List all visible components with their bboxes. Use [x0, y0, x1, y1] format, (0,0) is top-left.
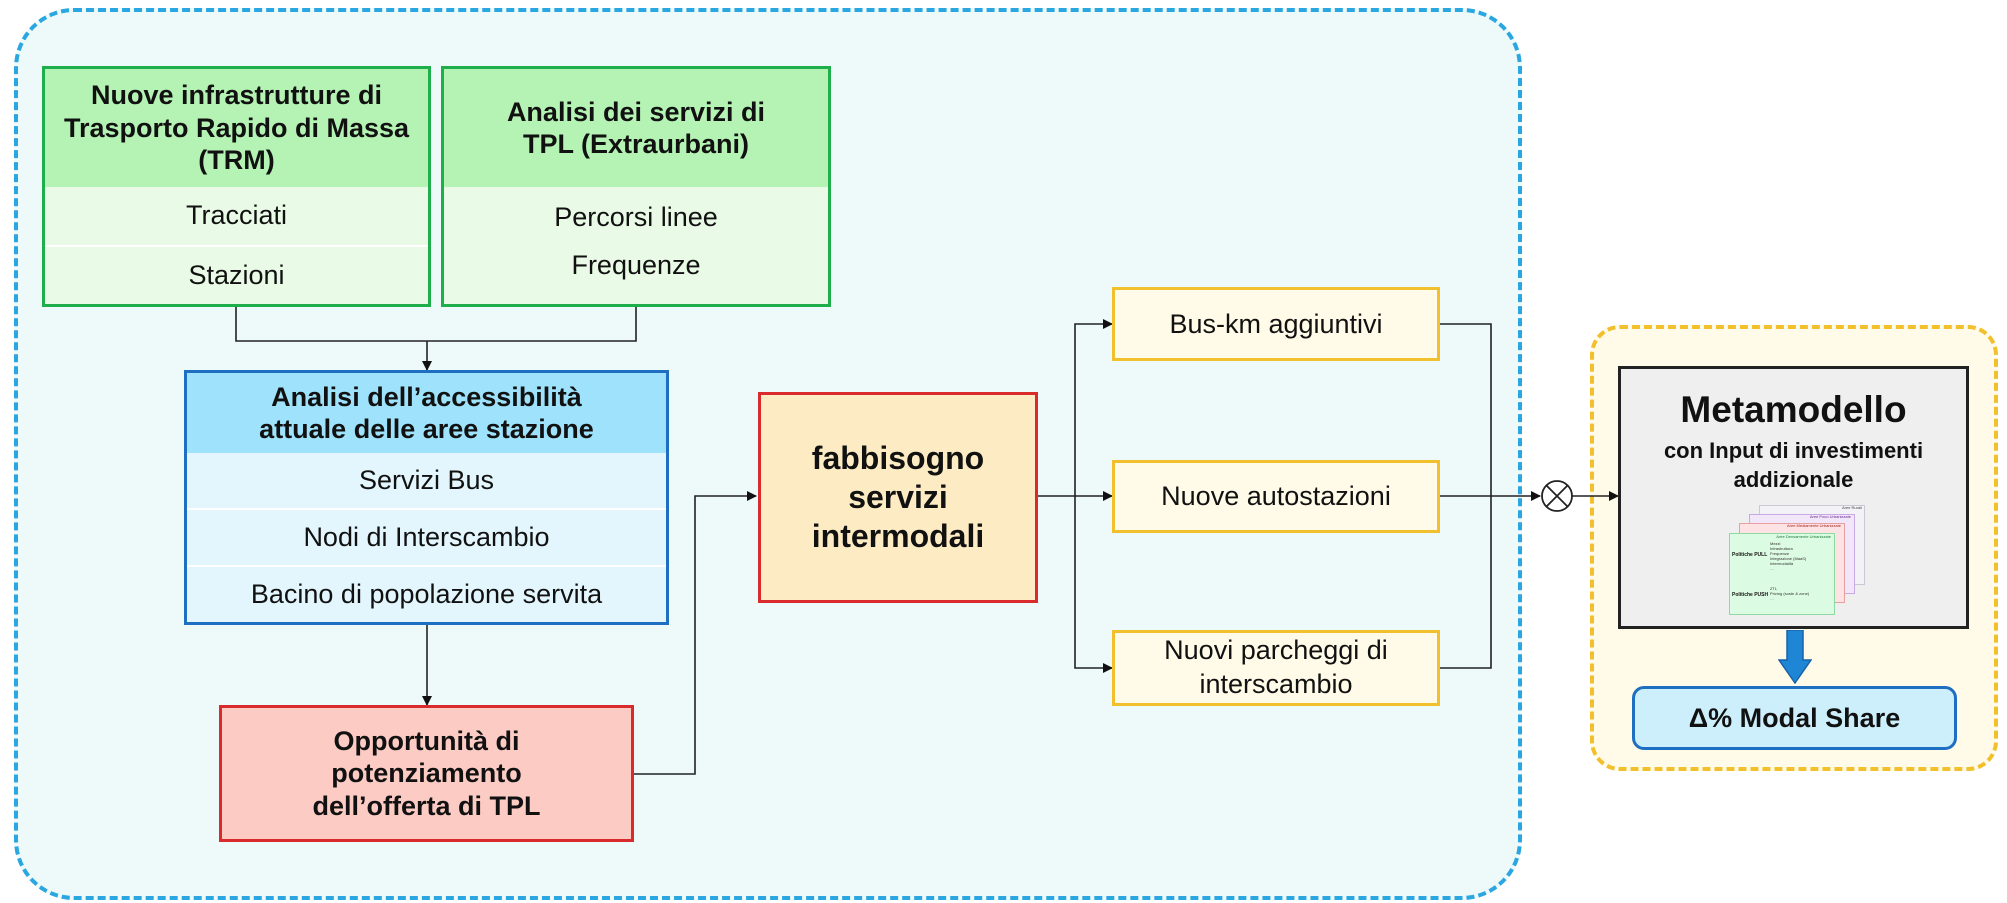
accessibility-item-bus: Servizi Bus: [358, 465, 495, 495]
trm-item-stazioni: Stazioni: [45, 244, 428, 305]
tpl-title: Analisi dei servizi di TPL (Extraurbani): [506, 96, 766, 159]
tpl-box: Analisi dei servizi di TPL (Extraurbani)…: [441, 66, 831, 307]
connector-bus-km: [1440, 323, 1492, 496]
arrow-to-parcheggi: [1074, 496, 1113, 673]
trm-title: Nuove infrastrutture di Trasporto Rapido…: [63, 80, 410, 176]
tpl-item-frequenze: Frequenze: [571, 250, 701, 281]
connector-tpl: [427, 306, 637, 342]
output-parcheggi: Nuovi parcheggi di interscambio: [1164, 635, 1388, 699]
thumb-tab-mediamente: Aree Mediamente Urbanizzate: [1786, 523, 1841, 528]
opportunity-title: Opportunità di potenziamento dell’offert…: [312, 725, 541, 821]
output-autostazioni: Nuove autostazioni: [1161, 481, 1391, 511]
thumb-push-item: ZTL: [1770, 586, 1778, 591]
thumb-tab-rurali: Aree Rurali: [1841, 505, 1862, 510]
thumb-push-label: Politiche PUSH: [1732, 592, 1769, 598]
output-bus-km-box: Bus-km aggiuntivi: [1112, 287, 1440, 361]
connector-parcheggi: [1440, 496, 1492, 669]
output-autostazioni-box: Nuove autostazioni: [1112, 460, 1440, 533]
trm-box: Nuove infrastrutture di Trasporto Rapido…: [42, 66, 431, 307]
down-arrow-icon: [1778, 630, 1812, 684]
connector-trm: [235, 306, 427, 342]
thumb-pull-item: Infrastruttura: [1770, 546, 1793, 551]
thumb-push-item: …: [1770, 596, 1774, 601]
thumb-tab-poco: Aree Poco Urbanizzate: [1809, 514, 1851, 519]
arrow-to-need: [634, 491, 757, 775]
thumb-tab-densamente: Aree Densamente Urbanizzate: [1776, 534, 1831, 539]
need-title: fabbisogno servizi intermodali: [811, 439, 985, 555]
accessibility-title: Analisi dell’accessibilità attuale delle…: [259, 381, 594, 444]
thumb-pull-label: Politiche PULL: [1732, 552, 1768, 558]
thumb-push-item: Pricing (soste & zone): [1770, 591, 1810, 596]
modal-share-label: Δ% Modal Share: [1688, 702, 1901, 733]
thumb-pull-item: Intermodalità: [1770, 561, 1794, 566]
need-box: fabbisogno servizi intermodali: [758, 392, 1038, 603]
trm-item-tracciati: Tracciati: [185, 200, 287, 231]
thumb-pull-item: Mezzi: [1770, 541, 1781, 546]
tpl-item-percorsi: Percorsi linee: [554, 201, 718, 232]
output-bus-km: Bus-km aggiuntivi: [1169, 308, 1383, 339]
metamodel-title: Metamodello: [1680, 389, 1907, 430]
opportunity-box: Opportunità di potenziamento dell’offert…: [219, 705, 634, 842]
accessibility-box: Analisi dell’accessibilità attuale delle…: [184, 370, 669, 625]
modal-share-box: Δ% Modal Share: [1632, 686, 1957, 750]
arrow-to-bus-km: [1074, 319, 1113, 496]
policy-matrix-thumbnail: Aree Rurali Aree Poco Urbanizzate Aree M…: [1729, 505, 1879, 615]
accessibility-item-nodi: Nodi di Interscambio: [187, 508, 666, 565]
thumb-pull-item: Integrazione (MaaS): [1770, 556, 1807, 561]
thumb-pull-item: …: [1770, 566, 1774, 571]
metamodel-subtitle: con Input di investimenti addizionale: [1663, 438, 1924, 492]
metamodel-box: Metamodello con Input di investimenti ad…: [1618, 366, 1969, 629]
sum-junction-icon: [1541, 480, 1573, 512]
accessibility-item-bacino: Bacino di popolazione servita: [187, 565, 666, 622]
thumb-pull-item: Frequenze: [1770, 551, 1790, 556]
output-parcheggi-box: Nuovi parcheggi di interscambio: [1112, 630, 1440, 706]
